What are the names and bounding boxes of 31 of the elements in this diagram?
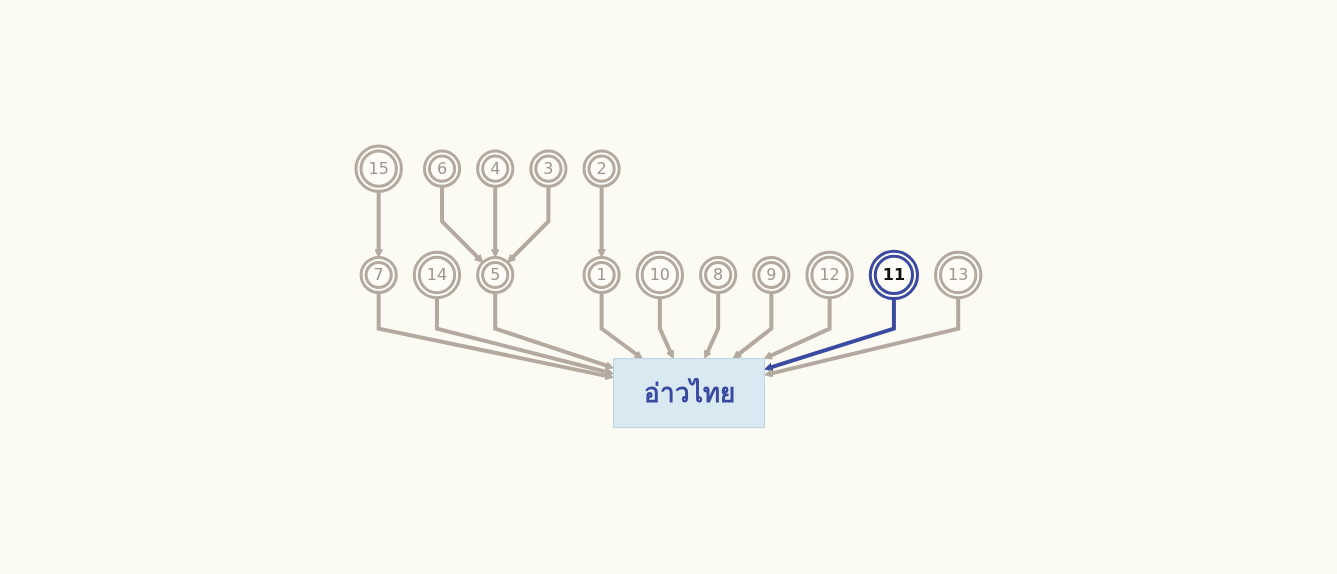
arrow — [435, 297, 614, 377]
node-circle: 6 — [423, 149, 462, 188]
node-circle: 8 — [699, 256, 738, 295]
node-circle: 11 — [868, 250, 920, 301]
node-circle: 13 — [934, 251, 983, 300]
arrow — [764, 297, 961, 378]
arrow — [599, 292, 643, 360]
node-circle: 9 — [752, 256, 791, 295]
arrow — [657, 297, 675, 360]
arrow — [490, 186, 500, 258]
node-box: อ่าวไทย — [613, 358, 766, 429]
arrow — [764, 298, 896, 372]
node-circle: 15 — [354, 144, 403, 194]
node-circle: 12 — [805, 251, 854, 300]
arrow — [703, 292, 721, 360]
arrow — [732, 292, 774, 360]
node-circle: 7 — [359, 256, 398, 295]
arrow — [507, 186, 551, 264]
node-circle: 10 — [635, 251, 685, 300]
arrow — [763, 297, 832, 360]
arrow — [597, 186, 607, 258]
node-circle: 2 — [582, 149, 621, 188]
node-circle: 1 — [582, 256, 621, 295]
arrow — [493, 292, 614, 370]
node-circle: 4 — [476, 149, 515, 188]
arrow — [374, 191, 384, 258]
node-circle: 14 — [412, 251, 462, 300]
node-circle: 3 — [529, 149, 568, 188]
arrow — [440, 186, 484, 264]
arrow — [376, 292, 614, 381]
node-circle: 5 — [476, 256, 515, 295]
